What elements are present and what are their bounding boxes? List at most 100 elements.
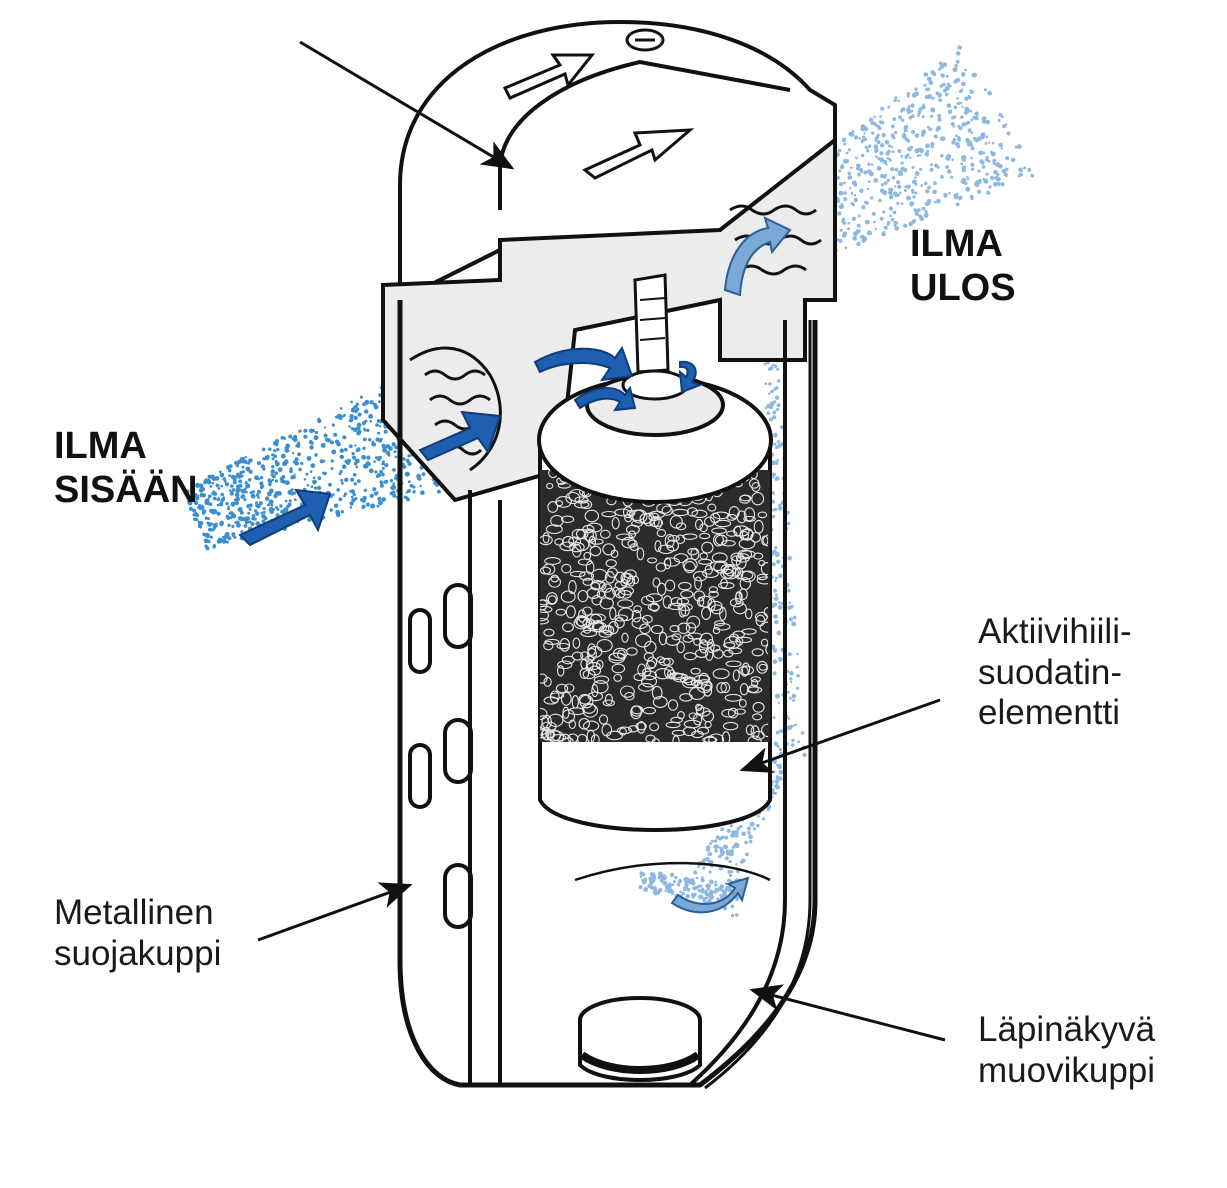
air-dot xyxy=(227,507,230,511)
air-dot xyxy=(776,458,779,462)
air-dot xyxy=(333,432,338,437)
air-dot xyxy=(245,490,248,494)
air-dot xyxy=(802,752,807,758)
air-dot xyxy=(317,485,322,490)
air-dot xyxy=(684,876,689,882)
air-dot xyxy=(271,474,276,479)
air-dot xyxy=(890,167,895,172)
air-dot xyxy=(714,883,718,887)
air-dot xyxy=(271,465,275,469)
air-dot xyxy=(775,775,780,780)
air-dot xyxy=(728,859,732,864)
carbon-granule xyxy=(740,570,756,583)
air-dot xyxy=(339,448,344,453)
air-dot xyxy=(684,884,689,889)
air-dot xyxy=(702,858,707,863)
air-dot xyxy=(312,479,317,485)
carbon-granule xyxy=(704,516,715,527)
air-dot xyxy=(363,488,368,492)
air-dot xyxy=(724,886,730,891)
air-dot xyxy=(894,221,898,225)
air-dot xyxy=(232,534,236,538)
air-dot xyxy=(739,824,743,829)
air-dot xyxy=(996,181,1001,186)
carbon-granule xyxy=(543,676,552,687)
carbon-granule xyxy=(544,638,560,645)
air-dot xyxy=(756,823,760,828)
carbon-granule xyxy=(683,652,697,661)
carbon-granule xyxy=(578,717,590,730)
air-dot xyxy=(901,107,906,112)
air-dot xyxy=(243,487,247,491)
air-dot xyxy=(300,461,304,465)
carbon-granule xyxy=(743,515,756,522)
air-dot xyxy=(214,476,220,481)
air-dot xyxy=(966,140,970,144)
air-dot xyxy=(212,544,217,548)
air-dot xyxy=(772,415,777,420)
carbon-granule xyxy=(587,643,597,656)
air-dot xyxy=(889,158,892,162)
air-dot xyxy=(343,413,346,417)
carbon-granule xyxy=(647,557,658,564)
air-dot xyxy=(774,620,779,625)
air-dot xyxy=(906,107,911,112)
air-dot xyxy=(896,180,901,185)
air-dot xyxy=(237,475,241,479)
air-dot xyxy=(384,479,389,484)
air-dot xyxy=(969,109,973,113)
carbon-granule xyxy=(588,665,602,676)
air-dot xyxy=(721,893,727,898)
carbon-granule xyxy=(580,651,590,661)
carbon-granule xyxy=(617,599,634,609)
air-dot xyxy=(230,484,234,488)
air-dot xyxy=(775,593,778,597)
plastic-bowl xyxy=(468,320,812,1090)
air-dot xyxy=(262,467,266,471)
air-dot xyxy=(276,447,280,452)
carbon-granule xyxy=(713,533,724,547)
air-dot xyxy=(904,154,909,159)
air-dot xyxy=(865,201,869,205)
air-dot xyxy=(231,524,235,529)
carbon-granule xyxy=(698,672,710,686)
carbon-granule xyxy=(699,523,708,533)
air-dot xyxy=(960,162,964,166)
air-dot xyxy=(355,458,360,464)
air-dot xyxy=(705,891,708,894)
air-dot xyxy=(840,203,844,206)
air-dot xyxy=(378,400,381,404)
air-dot xyxy=(757,815,760,818)
air-dot xyxy=(351,451,355,456)
air-dot xyxy=(880,183,885,187)
carbon-granule xyxy=(631,609,642,623)
carbon-granule xyxy=(575,528,589,540)
air-dot xyxy=(714,849,718,853)
air-dot xyxy=(402,464,407,469)
air-dot xyxy=(961,72,966,77)
air-dot xyxy=(945,165,949,169)
air-dot xyxy=(326,438,331,443)
carbon-granule xyxy=(540,534,553,546)
air-dot xyxy=(946,103,952,108)
carbon-granule xyxy=(703,735,717,742)
air-dot xyxy=(907,105,911,108)
air-dot xyxy=(762,817,766,821)
air-dot xyxy=(307,517,312,522)
air-dot xyxy=(1019,172,1023,177)
air-dot xyxy=(289,469,293,474)
air-dot xyxy=(787,717,790,720)
air-dot xyxy=(953,79,958,84)
carbon-granule xyxy=(546,592,558,605)
air-dot xyxy=(773,432,778,438)
air-dot xyxy=(293,498,297,501)
air-dot xyxy=(882,210,886,214)
air-dot xyxy=(679,890,683,894)
air-dot xyxy=(725,856,729,861)
air-dot xyxy=(277,467,283,472)
carbon-granule xyxy=(721,539,736,547)
air-dot xyxy=(418,477,422,481)
air-dot xyxy=(356,426,361,431)
carbon-granule xyxy=(747,735,762,742)
air-dot xyxy=(341,464,347,470)
